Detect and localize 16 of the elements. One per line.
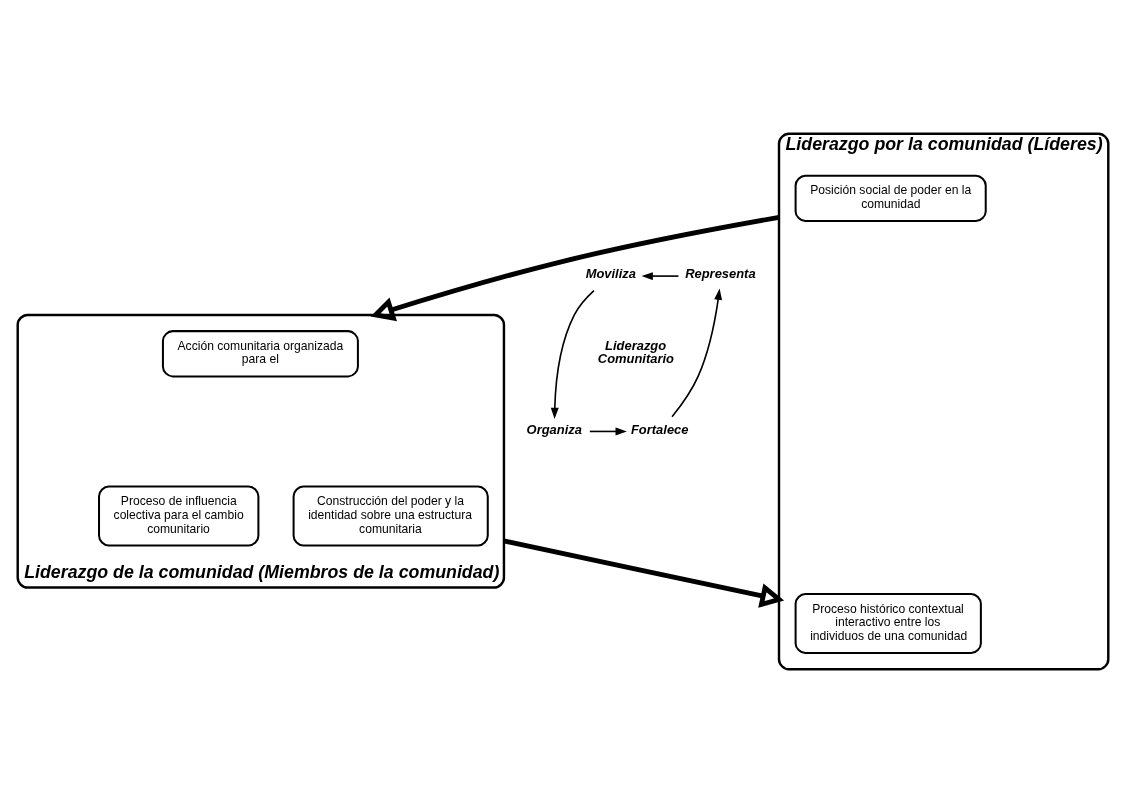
node-box: Proceso histórico contextual interactivo entre los individuos de una comunidad [794, 593, 982, 655]
node-text: Moviliza [585, 266, 636, 282]
arrow [550, 289, 595, 420]
arrow [503, 538, 785, 608]
arrow [370, 214, 780, 322]
label: Liderazgo Comunitario [597, 338, 674, 367]
node-text: Organiza [526, 421, 582, 437]
node-box: Acción comunitaria organizada para el [161, 330, 359, 378]
node-box: Proceso de influencia colectiva para el cambio comunitario [98, 485, 260, 547]
arrow [589, 427, 627, 436]
node-text: Representa [685, 266, 756, 282]
arrow [671, 288, 723, 418]
node-text: Fortalece [630, 421, 689, 437]
node-box: Posición social de poder en la comunidad [794, 174, 987, 223]
arrow [641, 272, 680, 281]
node-box: Construcción del poder y la identidad sobre una estructura comunitaria [292, 485, 489, 547]
